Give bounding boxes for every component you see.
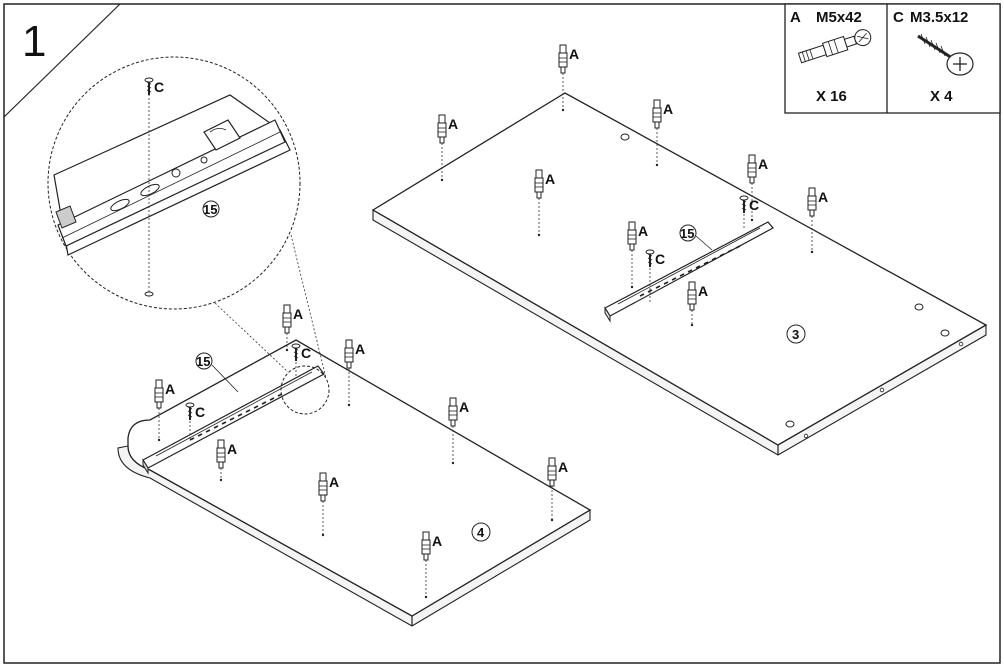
bolt-label: A <box>698 283 708 299</box>
cam-bolt-icon: A <box>318 472 339 537</box>
panel-3-label: 3 <box>792 327 799 342</box>
bolt-label: A <box>432 533 442 549</box>
slide-callout-panel-4: 15 <box>196 354 210 369</box>
bolt-label: A <box>558 459 568 475</box>
cam-bolt-icon: A <box>627 221 648 289</box>
cam-bolt-icon: A <box>154 379 175 442</box>
bolt-label: A <box>355 341 365 357</box>
cam-bolt-icon: A <box>344 339 365 407</box>
panel-4: 15 3 4 <box>117 339 592 627</box>
bolt-label: A <box>638 223 648 239</box>
cam-bolt-icon: A <box>807 187 828 254</box>
legend-size-a: M5x42 <box>816 9 862 26</box>
bolt-label: A <box>165 381 175 397</box>
cam-bolt-icon: A <box>558 44 579 112</box>
bolt-label: A <box>329 474 339 490</box>
bolt-label: A <box>227 441 237 457</box>
legend-item-a: A M5x42 X 16 <box>790 9 872 105</box>
cam-bolt-icon: A <box>437 114 458 182</box>
legend-item-c: C M3.5x12 X 4 <box>893 9 974 105</box>
bolt-label: A <box>663 101 673 117</box>
screw-group: C C C C C <box>144 77 759 440</box>
screw-label: C <box>655 251 665 267</box>
diagram-frame <box>3 3 1001 664</box>
screw-icon: C <box>185 402 205 440</box>
screw-icon: C <box>739 195 759 230</box>
cam-bolt-icon: A <box>421 531 442 599</box>
bolt-label: A <box>459 399 469 415</box>
screw-icon: C <box>144 77 164 95</box>
legend-qty-a: X 16 <box>816 88 847 105</box>
cam-bolt-icon: A <box>687 281 708 327</box>
screw-icon <box>917 33 974 76</box>
detail-magnifier: 15 <box>47 56 330 415</box>
screw-label: C <box>749 197 759 213</box>
cam-bolt-icon: A <box>747 154 768 222</box>
step-number-badge: 1 <box>3 3 121 118</box>
cam-bolt-group: A A A A A A A A A A A A A A A A <box>154 44 828 599</box>
cam-bolt-icon: A <box>534 169 555 237</box>
drawer-slide-panel-4 <box>142 365 325 475</box>
slide-callout-panel-3: 15 <box>680 226 694 241</box>
screw-label: C <box>195 404 205 420</box>
legend-code-c: C <box>893 9 904 26</box>
screw-icon: C <box>645 249 665 304</box>
panel-3: 15 3 <box>371 92 988 456</box>
detail-slide-callout: 15 <box>203 202 217 217</box>
bolt-label: A <box>448 116 458 132</box>
cam-bolt-icon: A <box>448 397 469 465</box>
bolt-label: A <box>818 189 828 205</box>
legend-code-a: A <box>790 9 801 26</box>
bolt-label: A <box>758 156 768 172</box>
legend-size-c: M3.5x12 <box>910 9 968 26</box>
legend-qty-c: X 4 <box>930 88 953 105</box>
bolt-label: A <box>545 171 555 187</box>
cam-bolt-icon: A <box>547 457 568 522</box>
screw-label: C <box>301 345 311 361</box>
cam-bolt-icon: A <box>282 304 303 352</box>
cam-bolt-icon: A <box>652 99 673 167</box>
screw-label: C <box>154 79 164 95</box>
bolt-label: A <box>293 306 303 322</box>
screw-icon: C <box>291 343 311 378</box>
bolt-label: A <box>569 46 579 62</box>
parts-legend: A M5x42 X 16 C M3.5x12 <box>784 3 1001 114</box>
cam-bolt-icon <box>797 29 872 64</box>
cam-bolt-icon: A <box>216 439 237 482</box>
panel-4-number: 4 <box>477 525 485 540</box>
drawer-slide-panel-3 <box>604 221 774 323</box>
step-number: 1 <box>22 17 46 66</box>
